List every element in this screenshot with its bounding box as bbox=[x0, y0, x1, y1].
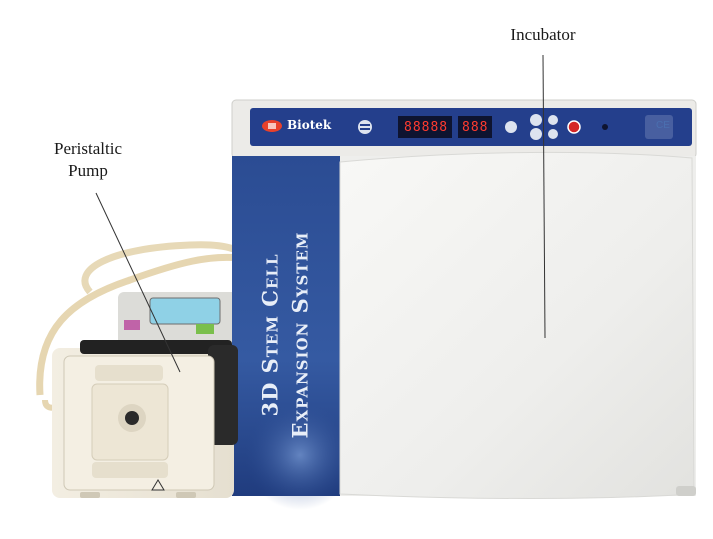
pump-label-line1: Peristaltic bbox=[54, 139, 122, 158]
brand-logo-text: Biotek bbox=[287, 118, 332, 132]
pump-rotor-hub bbox=[125, 411, 139, 425]
display-right bbox=[458, 116, 492, 138]
incubator-label: Incubator bbox=[510, 25, 576, 44]
display-right-readout: 888 bbox=[462, 120, 489, 135]
side-panel-text: 3D Stem Cell Expansion System bbox=[226, 175, 346, 495]
ce-mark: CE bbox=[656, 120, 670, 131]
pump-leader-line bbox=[95, 192, 181, 373]
power-button-icon bbox=[567, 120, 581, 134]
incubator-leader-line bbox=[542, 54, 546, 339]
pump-label: Peristaltic Pump bbox=[28, 138, 148, 182]
cell-graphic bbox=[245, 400, 355, 510]
side-panel-line2: Expansion System bbox=[288, 231, 313, 439]
incubator-door bbox=[339, 151, 695, 499]
warning-triangle-icon bbox=[151, 479, 165, 491]
pump-label-line2: Pump bbox=[68, 161, 108, 180]
tubing-loop-lower bbox=[36, 253, 241, 396]
display-left bbox=[398, 116, 452, 138]
side-panel-line1: 3D Stem Cell bbox=[258, 253, 283, 417]
display-left-readout: 88888 bbox=[404, 120, 449, 135]
